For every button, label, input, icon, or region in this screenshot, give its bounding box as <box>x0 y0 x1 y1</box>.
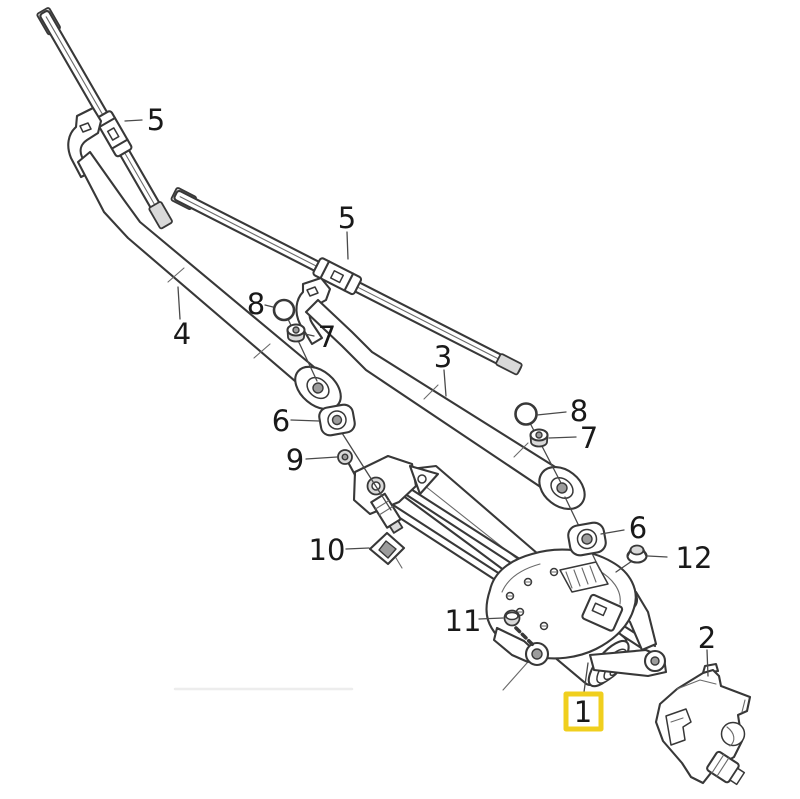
callout-6-right: 6 <box>629 511 647 545</box>
pivot-screw-9 <box>337 449 357 477</box>
callout-4-arm-left: 4 <box>173 317 191 351</box>
mount-bracket-10 <box>368 531 406 569</box>
motor-screw-11 <box>503 609 536 648</box>
callout-8-left: 8 <box>247 287 265 321</box>
pivot-grommet-right <box>567 521 607 557</box>
callout-8-right: 8 <box>570 394 588 428</box>
callout-10: 10 <box>309 533 346 567</box>
callout-3-arm-right: 3 <box>434 340 452 374</box>
wiper-arm-right <box>295 276 586 510</box>
callout-7-right: 7 <box>580 421 598 455</box>
callout-1-motor: 1 <box>574 695 592 729</box>
callout-leaders <box>124 119 709 677</box>
callout-11: 11 <box>445 604 482 638</box>
arm-nut-left <box>286 323 306 343</box>
hatch-plate <box>565 565 597 589</box>
callout-7-left: 7 <box>318 320 336 354</box>
o-ring-right <box>514 402 538 426</box>
motor-screws <box>505 567 559 631</box>
callout-2-cover: 2 <box>698 621 716 655</box>
callout-9: 9 <box>286 443 304 477</box>
o-ring-left <box>272 298 296 322</box>
callout-6-left: 6 <box>272 404 290 438</box>
motor-cover <box>654 662 752 786</box>
callout-5-blade-right: 5 <box>338 201 356 235</box>
callout-12: 12 <box>676 541 713 575</box>
wiper-blade-right <box>170 187 523 376</box>
wiper-motor <box>485 548 668 691</box>
pivot-grommet-left <box>318 403 356 437</box>
spindle-cap-12 <box>626 544 648 564</box>
arm-nut-right <box>529 428 549 448</box>
part-1-highlight-box <box>563 691 604 732</box>
callout-5-blade-left: 5 <box>147 103 165 137</box>
